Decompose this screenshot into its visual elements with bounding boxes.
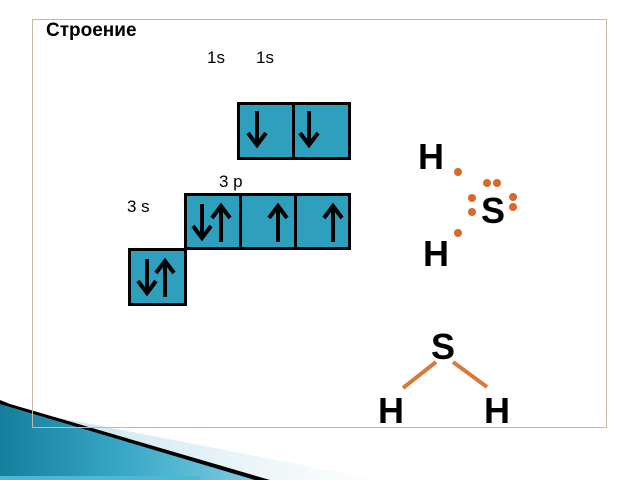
spin-down-arrow-icon	[136, 259, 158, 297]
spin-up-arrow-icon	[154, 257, 176, 297]
spin-down-arrow-icon	[246, 111, 268, 149]
label-3p: 3 p	[219, 172, 243, 191]
orbital-cell-3s	[128, 248, 187, 306]
slide-title: Строение	[46, 20, 137, 41]
structural-h-right: H	[484, 390, 510, 431]
electron-dot	[454, 168, 462, 176]
lewis-h-bottom: H	[423, 233, 449, 274]
electron-dot	[483, 179, 491, 187]
electron-dot	[509, 203, 517, 211]
spin-down-arrow-icon	[191, 204, 213, 242]
lewis-s: S	[481, 190, 506, 231]
label-1s-a: 1s	[207, 48, 225, 67]
orbital-cell-top-2	[292, 102, 351, 160]
electron-dot	[493, 179, 501, 187]
structural-h-left: H	[378, 390, 404, 431]
electron-dot	[454, 229, 462, 237]
label-1s-b: 1s	[256, 48, 274, 67]
spin-up-arrow-icon	[322, 202, 344, 242]
label-3s: 3 s	[127, 197, 150, 216]
spin-down-arrow-icon	[298, 111, 320, 149]
content-frame	[32, 19, 607, 428]
orbital-cell-3p-3	[294, 193, 351, 250]
structural-s: S	[431, 326, 456, 367]
spin-up-arrow-icon	[267, 202, 289, 242]
electron-dot	[468, 208, 476, 216]
lewis-h-top: H	[418, 136, 444, 177]
electron-dot	[468, 194, 476, 202]
orbital-cell-3p-1	[184, 193, 242, 250]
spin-up-arrow-icon	[210, 202, 232, 242]
electron-dot	[509, 193, 517, 201]
